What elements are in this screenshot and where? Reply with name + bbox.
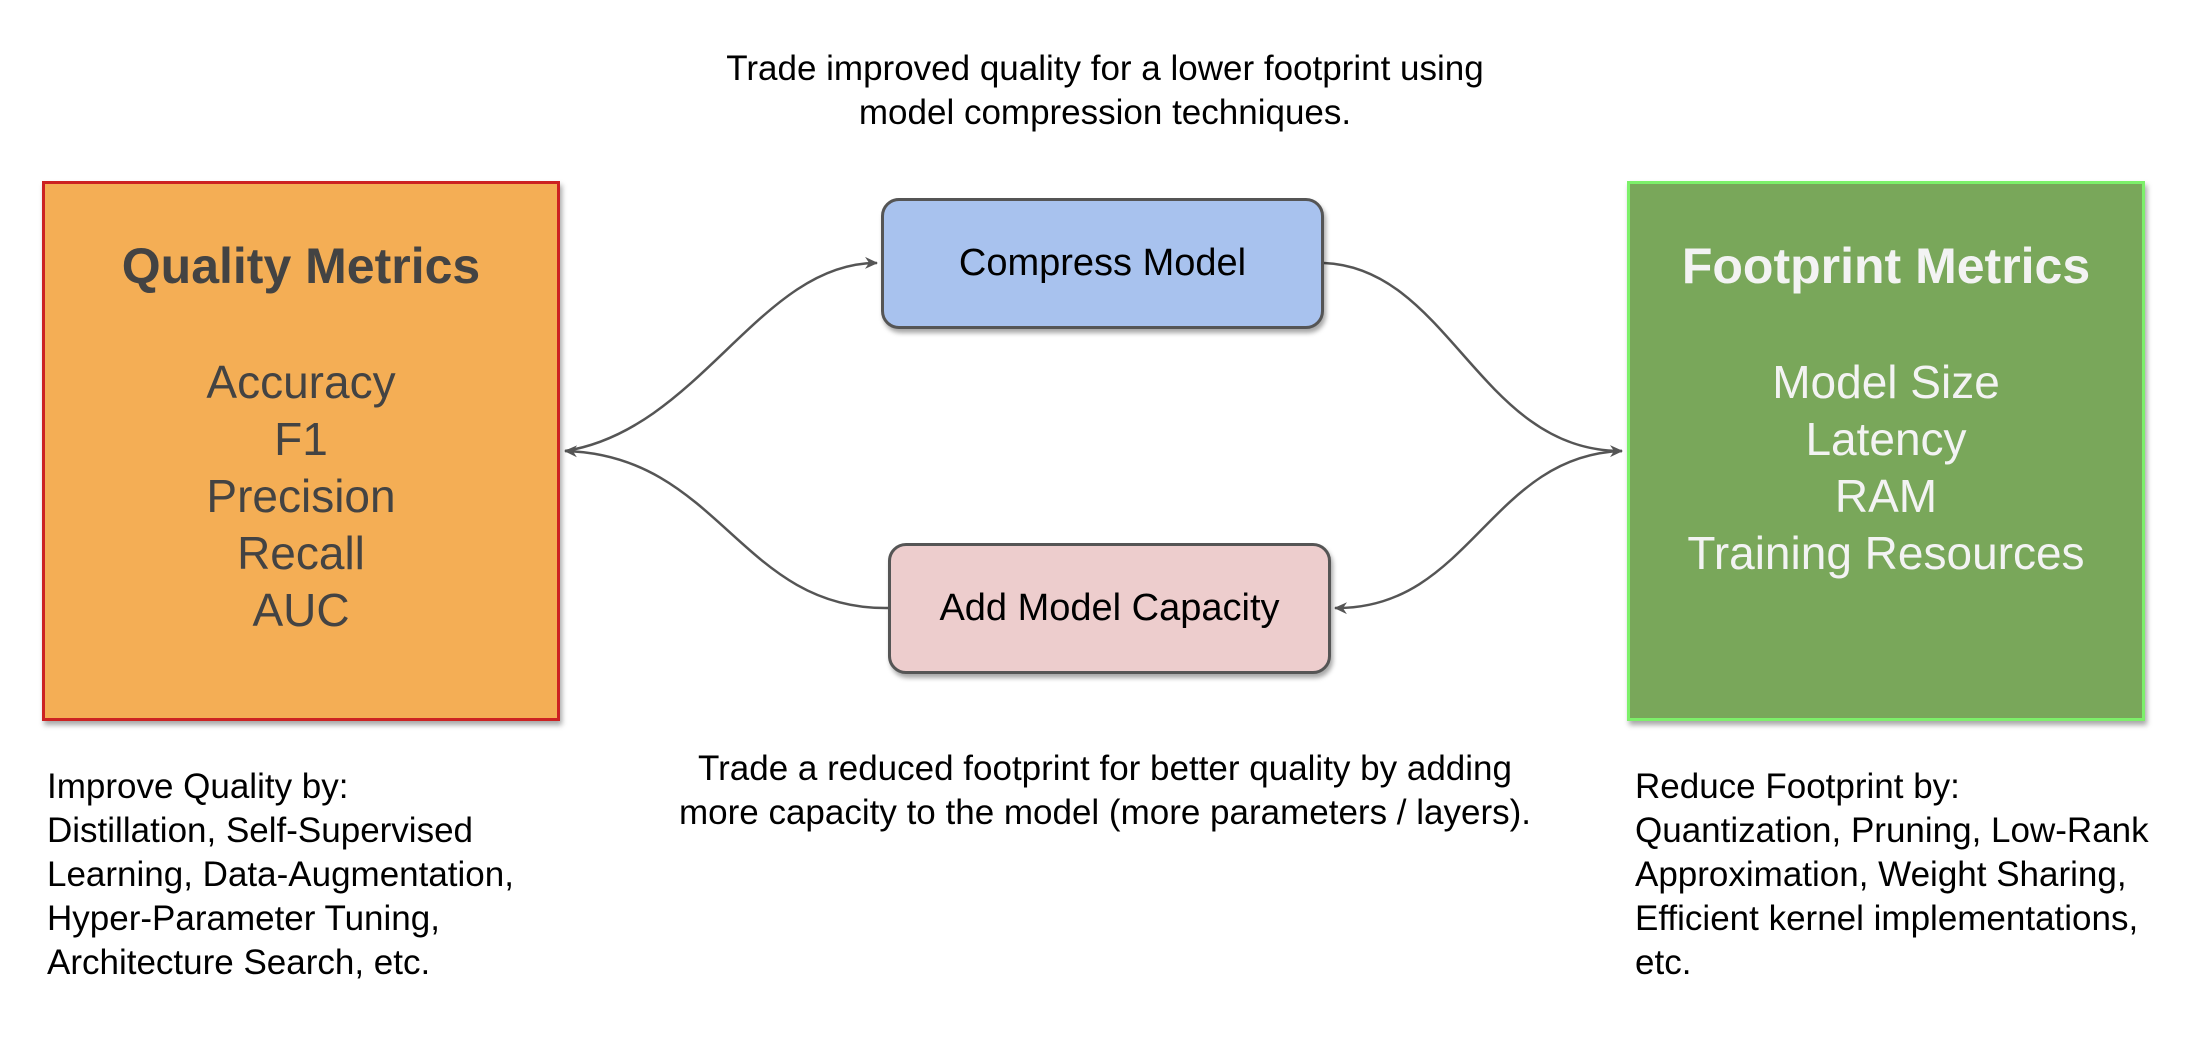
reduce-footprint-note-line: Quantization, Pruning, Low-Rank xyxy=(1635,811,2149,850)
quality-metric-item: AUC xyxy=(252,584,350,636)
quality-metric-item: F1 xyxy=(274,413,328,465)
reduce-footprint-note: Reduce Footprint by: Quantization, Pruni… xyxy=(1635,765,2195,985)
improve-quality-note-line: Improve Quality by: xyxy=(47,767,349,806)
top-caption: Trade improved quality for a lower footp… xyxy=(500,47,1710,135)
footprint-metrics-list: Model Size Latency RAM Training Resource… xyxy=(1630,354,2142,582)
improve-quality-note-line: Learning, Data-Augmentation, xyxy=(47,855,514,894)
arrow-footprint-to-capacity xyxy=(1334,449,1623,615)
bottom-caption-line: Trade a reduced footprint for better qua… xyxy=(698,749,1512,788)
add-model-capacity-label: Add Model Capacity xyxy=(939,587,1280,629)
compress-model-box: Compress Model xyxy=(881,198,1324,329)
improve-quality-note-line: Distillation, Self-Supervised xyxy=(47,811,474,850)
improve-quality-note-line: Architecture Search, etc. xyxy=(47,943,431,982)
top-caption-line: model compression techniques. xyxy=(858,93,1352,132)
bottom-caption: Trade a reduced footprint for better qua… xyxy=(500,747,1710,835)
quality-metric-item: Precision xyxy=(206,470,396,522)
arrow-quality-to-compress xyxy=(564,256,878,453)
footprint-metric-item: Latency xyxy=(1805,413,1967,465)
add-model-capacity-box: Add Model Capacity xyxy=(888,543,1331,674)
footprint-metric-item: Training Resources xyxy=(1687,527,2085,579)
quality-metrics-list: Accuracy F1 Precision Recall AUC xyxy=(45,354,557,639)
arrow-compress-to-footprint xyxy=(1323,261,1623,458)
quality-metric-item: Recall xyxy=(237,527,365,579)
reduce-footprint-note-line: Approximation, Weight Sharing, xyxy=(1635,855,2127,894)
footprint-metrics-title: Footprint Metrics xyxy=(1681,238,2091,294)
footprint-metric-item: RAM xyxy=(1834,470,1938,522)
reduce-footprint-note-line: Efficient kernel implementations, xyxy=(1635,899,2139,938)
footprint-metric-item: Model Size xyxy=(1772,356,2000,408)
footprint-metrics-box: Footprint Metrics Model Size Latency RAM… xyxy=(1627,181,2145,721)
quality-metrics-title: Quality Metrics xyxy=(121,238,481,294)
top-caption-line: Trade improved quality for a lower footp… xyxy=(726,49,1484,88)
quality-metrics-box: Quality Metrics Accuracy F1 Precision Re… xyxy=(42,181,560,721)
reduce-footprint-note-line: etc. xyxy=(1635,943,1692,982)
bottom-caption-line: more capacity to the model (more paramet… xyxy=(679,793,1531,832)
compress-model-label: Compress Model xyxy=(958,242,1247,284)
improve-quality-note-line: Hyper-Parameter Tuning, xyxy=(47,899,440,938)
improve-quality-note: Improve Quality by: Distillation, Self-S… xyxy=(47,765,607,985)
arrow-capacity-to-quality xyxy=(564,445,889,610)
reduce-footprint-note-line: Reduce Footprint by: xyxy=(1635,767,1960,806)
quality-metric-item: Accuracy xyxy=(206,356,396,408)
